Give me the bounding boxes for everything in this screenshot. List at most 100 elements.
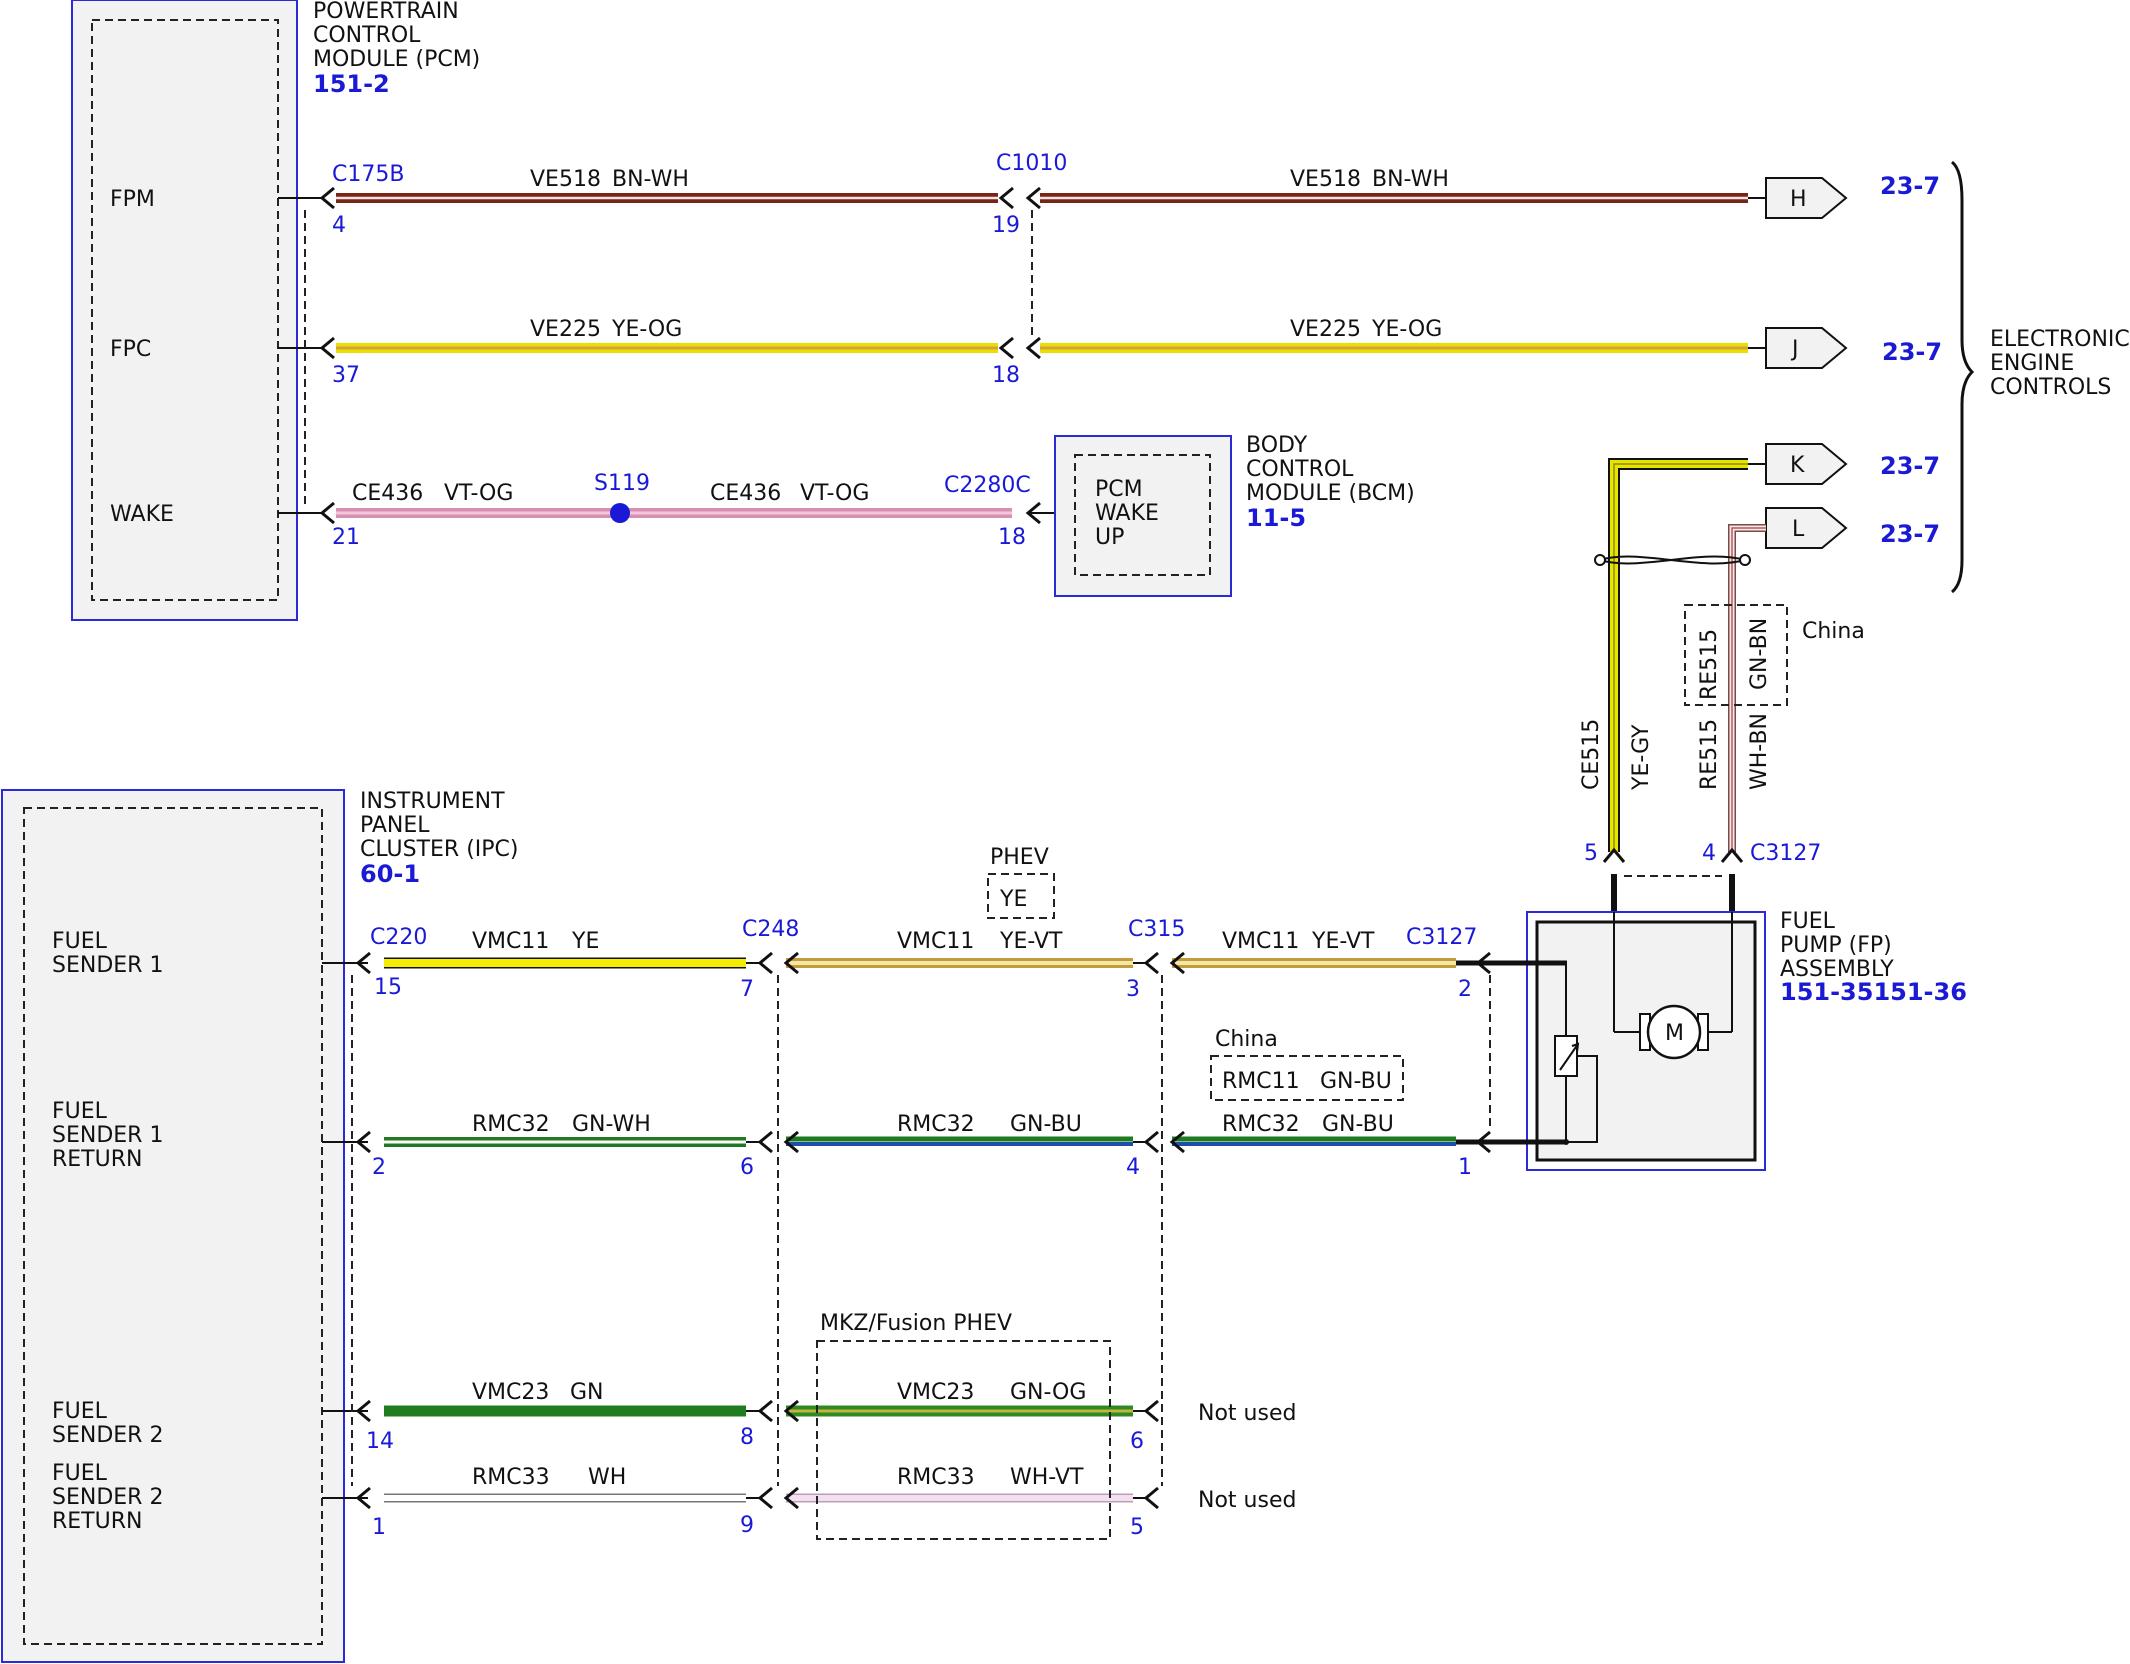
svg-text:CE436: CE436 [710,481,781,506]
svg-text:GN: GN [570,1380,604,1405]
connector-c1010: C1010 [996,151,1067,176]
not-used-2: Not used [1198,1488,1296,1513]
svg-text:M: M [1665,1021,1684,1046]
svg-text:15: 15 [374,975,402,1000]
svg-text:VT-OG: VT-OG [800,481,869,506]
svg-text:CLUSTER (IPC): CLUSTER (IPC) [360,837,519,862]
wire-fpc: VE225 YE-OG VE225 YE-OG [336,317,1748,353]
svg-text:GN-BU: GN-BU [1322,1112,1394,1137]
svg-text:5: 5 [1584,841,1598,866]
svg-text:4: 4 [332,213,346,238]
svg-text:ASSEMBLY: ASSEMBLY [1780,957,1894,982]
twisted-pair-icon [1599,555,1746,565]
connector-c2280c: C2280C [944,473,1031,498]
svg-text:PHEV: PHEV [990,845,1049,870]
svg-text:China: China [1802,619,1865,644]
svg-text:PUMP (FP): PUMP (FP) [1780,933,1892,958]
flag-l: L 23-7 [1765,507,1940,549]
bcm-label: BODY CONTROL MODULE (BCM) 11-5 [1246,433,1415,532]
svg-text:RETURN: RETURN [52,1147,142,1172]
svg-text:VMC23: VMC23 [472,1380,549,1405]
flag-h: H 23-7 [1748,172,1940,219]
svg-text:WH: WH [588,1465,626,1490]
svg-text:RMC33: RMC33 [472,1465,550,1490]
svg-text:POWERTRAIN: POWERTRAIN [313,0,459,24]
china-mid-option-box [1210,1055,1404,1101]
svg-text:23-7: 23-7 [1880,520,1940,548]
svg-text:FUEL: FUEL [52,1399,108,1424]
svg-text:5: 5 [1130,1515,1144,1540]
svg-text:INSTRUMENT: INSTRUMENT [360,789,505,814]
svg-text:SENDER 2: SENDER 2 [52,1485,163,1510]
svg-text:PCM: PCM [1095,477,1143,502]
wire-sender1: VMC11 YE VMC11 YE-VT VMC11 YE-VT [384,929,1497,969]
phev-option-box [987,873,1055,919]
ipc-label: INSTRUMENT PANEL CLUSTER (IPC) 60-1 [360,789,519,888]
svg-text:GN-BU: GN-BU [1320,1069,1392,1094]
svg-text:18: 18 [998,525,1026,550]
svg-text:MODULE (PCM): MODULE (PCM) [313,47,480,72]
connector-c3127-top: C3127 [1750,841,1821,866]
not-used-1: Not used [1198,1401,1296,1426]
svg-text:CE436: CE436 [352,481,423,506]
svg-text:VT-OG: VT-OG [444,481,513,506]
svg-text:FUEL: FUEL [52,1099,108,1124]
connector-c220: C220 [370,925,427,950]
svg-text:VE518: VE518 [530,167,601,192]
flag-k: K 23-7 [1748,443,1940,485]
ipc-module: FUEL SENDER 1 FUEL SENDER 1 RETURN FUEL … [1,789,345,1663]
mkz-option-box [816,1340,1111,1540]
svg-text:23-7: 23-7 [1880,172,1940,200]
svg-text:YE: YE [999,887,1027,912]
svg-text:YE-GY: YE-GY [1629,724,1654,791]
svg-text:VMC11: VMC11 [472,929,549,954]
svg-text:VMC11: VMC11 [897,929,974,954]
svg-text:21: 21 [332,525,360,550]
connector-c3127-ipc: C3127 [1406,925,1477,950]
svg-text:SENDER 2: SENDER 2 [52,1423,163,1448]
fuel-pump-ref: 151-35151-36 [1780,978,1967,1006]
wire-fpm: VE518 BN-WH VE518 BN-WH [336,167,1748,203]
svg-text:VE225: VE225 [530,317,601,342]
svg-text:19: 19 [992,213,1020,238]
pcm-pin-fpm: FPM [110,187,155,212]
svg-text:ENGINE: ENGINE [1990,351,2074,376]
svg-text:6: 6 [1130,1429,1144,1454]
svg-text:GN-OG: GN-OG [1010,1380,1086,1405]
svg-text:3: 3 [1126,977,1140,1002]
wire-k: CE515 YE-GY [1579,458,1748,852]
svg-text:CONTROL: CONTROL [313,23,421,48]
svg-text:WH-VT: WH-VT [1010,1465,1084,1490]
svg-text:MKZ/Fusion PHEV: MKZ/Fusion PHEV [820,1311,1012,1336]
svg-text:RMC32: RMC32 [1222,1112,1300,1137]
pcm-module: FPM FPC WAKE [71,0,298,621]
svg-text:CONTROL: CONTROL [1246,457,1354,482]
svg-text:H: H [1790,187,1807,212]
svg-text:PANEL: PANEL [360,813,430,838]
wire-sender2-return: RMC33 WH RMC33 WH-VT [384,1465,1133,1503]
fuel-pump-label: FUEL PUMP (FP) ASSEMBLY 151-35151-36 [1780,909,1967,1006]
svg-text:23-7: 23-7 [1882,338,1942,366]
svg-text:1: 1 [372,1515,386,1540]
svg-text:CE515: CE515 [1579,719,1604,790]
svg-text:YE-VT: YE-VT [1311,929,1375,954]
connector-c175b: C175B [332,162,404,187]
svg-text:S119: S119 [594,471,650,496]
svg-text:MODULE (BCM): MODULE (BCM) [1246,481,1415,506]
svg-text:2: 2 [372,1155,386,1180]
svg-text:WAKE: WAKE [1095,501,1159,526]
wire-sender2: VMC23 GN VMC23 GN-OG [384,1380,1133,1417]
svg-text:RMC11: RMC11 [1222,1069,1300,1094]
bcm-ref: 11-5 [1246,504,1306,532]
svg-text:8: 8 [740,1425,754,1450]
svg-text:23-7: 23-7 [1880,452,1940,480]
bcm-module: PCM WAKE UP [1054,435,1232,597]
svg-text:RMC32: RMC32 [897,1112,975,1137]
svg-text:RE515: RE515 [1697,719,1722,790]
ipc-ref: 60-1 [360,860,420,888]
svg-text:7: 7 [740,977,754,1002]
svg-text:GN-BU: GN-BU [1010,1112,1082,1137]
svg-text:FUEL: FUEL [52,1461,108,1486]
svg-text:4: 4 [1126,1155,1140,1180]
